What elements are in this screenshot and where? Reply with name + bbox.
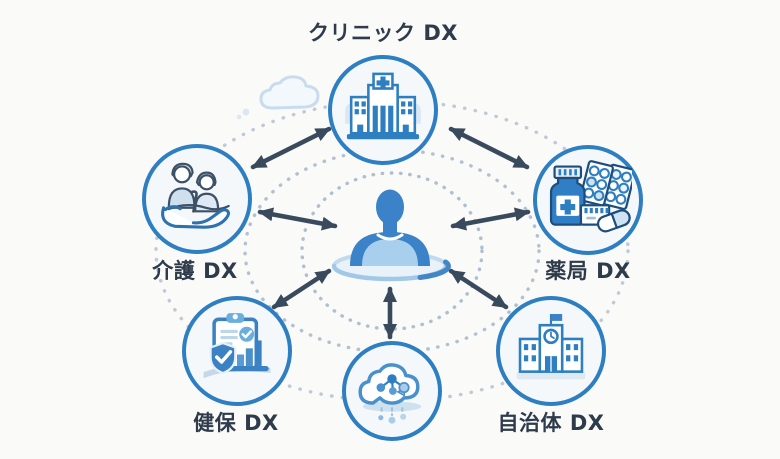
medicine-pharmacy-icon bbox=[549, 160, 632, 233]
hospital-building-icon bbox=[345, 72, 421, 140]
arrow-care-clinic bbox=[250, 126, 332, 170]
node-municipality-circle bbox=[496, 296, 606, 406]
cloud-network-icon bbox=[358, 363, 422, 424]
clipboard-shield-chart-icon bbox=[203, 313, 271, 379]
node-care-circle bbox=[142, 144, 252, 254]
arrow-person-insurance bbox=[271, 268, 332, 310]
government-building-icon bbox=[516, 314, 586, 380]
arrow-person-municipality bbox=[448, 268, 509, 310]
thought-cloud-decoration bbox=[236, 75, 320, 120]
person-icon bbox=[331, 189, 451, 282]
caregiver-elderly-hand-icon bbox=[161, 162, 230, 229]
arrow-care-person bbox=[257, 207, 338, 231]
node-cloud-circle bbox=[342, 341, 442, 441]
node-label-municipality: 自治体 DX bbox=[497, 411, 605, 435]
node-clinic-circle bbox=[328, 55, 438, 165]
connection-arrows bbox=[250, 126, 531, 340]
arrow-person-pharmacy bbox=[450, 207, 531, 231]
node-pharmacy-circle bbox=[533, 145, 643, 255]
node-insurance-circle bbox=[182, 296, 292, 406]
node-label-care: 介護 DX bbox=[152, 259, 238, 283]
node-label-clinic: クリニック DX bbox=[308, 21, 458, 45]
node-label-pharmacy: 薬局 DX bbox=[545, 259, 631, 283]
arrow-clinic-pharmacy bbox=[448, 126, 530, 170]
node-label-insurance: 健保 DX bbox=[193, 411, 279, 435]
